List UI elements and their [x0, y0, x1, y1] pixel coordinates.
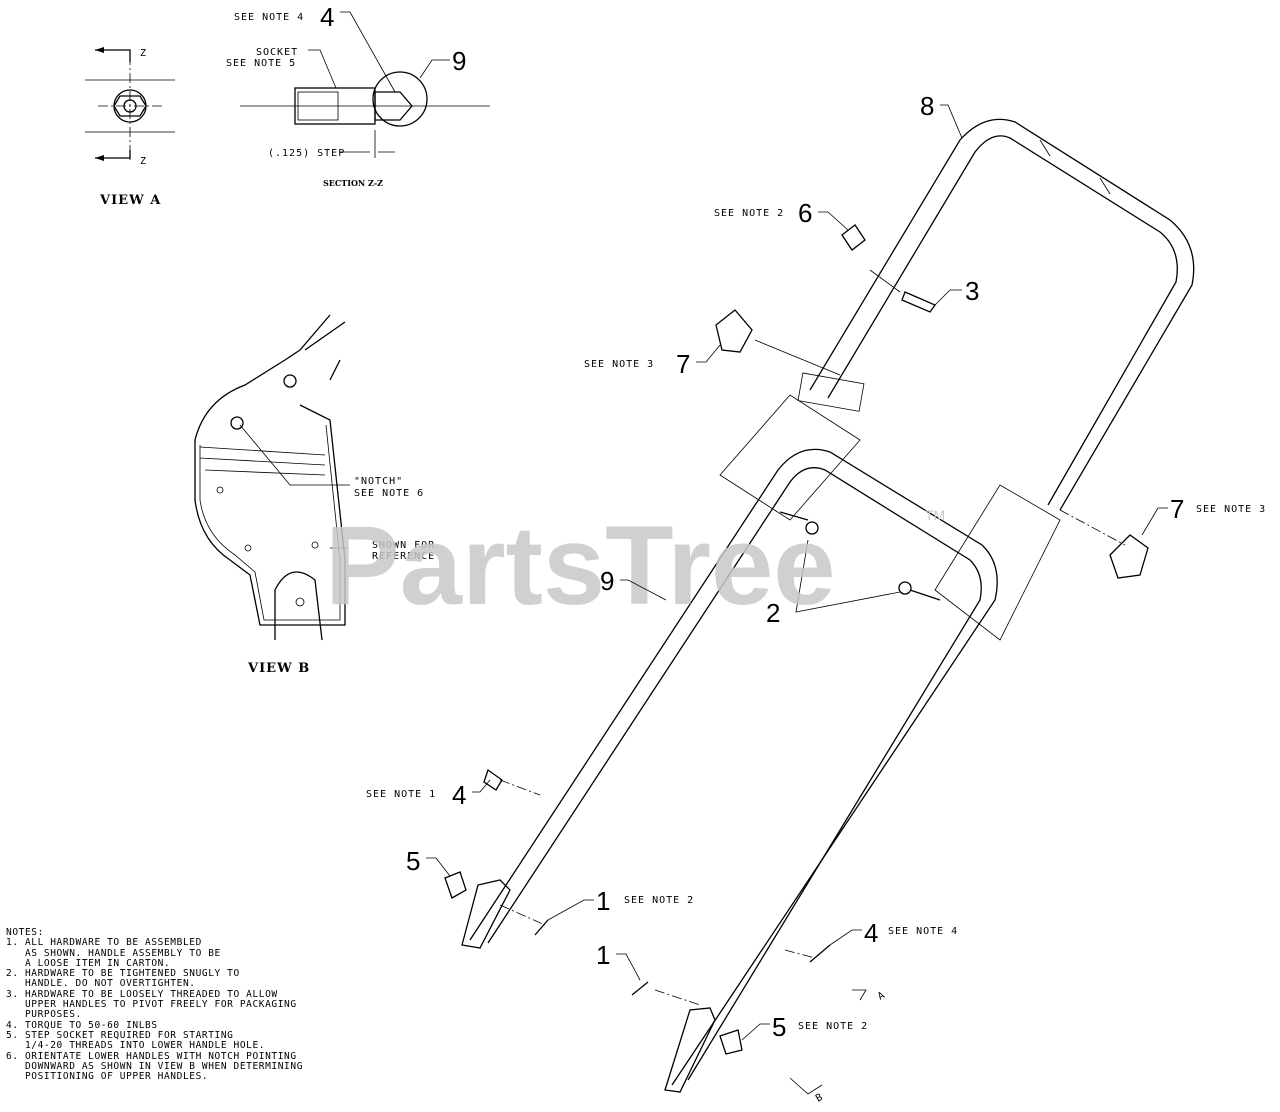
callout-7-right: 7 SEE NOTE 3 — [1141, 494, 1266, 536]
view-b-ref-2: REFERENCE — [372, 551, 435, 562]
note-line: 3. HARDWARE TO BE LOOSELY THREADED TO AL… — [6, 988, 278, 1000]
view-a-title: VIEW A — [99, 193, 161, 208]
note-line: POSITIONING OF UPPER HANDLES. — [6, 1071, 209, 1083]
callout-number: 5 — [406, 846, 420, 876]
view-b-notch-label: "NOTCH" — [354, 476, 403, 487]
note-line: A LOOSE ITEM IN CARTON. — [6, 957, 171, 969]
callout-7-left: SEE NOTE 3 7 — [584, 344, 721, 379]
callout-1-left: 1 — [596, 940, 641, 981]
view-b: "NOTCH" SEE NOTE 6 SHOWN FOR REFERENCE V… — [194, 314, 435, 676]
watermark: PartsTree — [325, 503, 836, 628]
section-z-z: (.125) STEP SOCKET SEE NOTE 5 SECTION Z-… — [226, 47, 490, 188]
note-line: 6. ORIENTATE LOWER HANDLES WITH NOTCH PO… — [6, 1050, 297, 1062]
callout-2: 2 — [766, 598, 780, 628]
callout-number: 9 — [452, 46, 466, 76]
hardware — [444, 224, 1149, 1055]
callout-note: SEE NOTE 2 — [798, 1021, 868, 1032]
callout-number: 1 — [596, 886, 610, 916]
note-line: 2. HARDWARE TO BE TIGHTENED SNUGLY TO — [6, 968, 240, 980]
note-line: AS SHOWN. HANDLE ASSEMBLY TO BE — [6, 947, 221, 959]
callout-4-right: 4 SEE NOTE 4 — [829, 918, 958, 948]
note-line: 1/4-20 THREADS INTO LOWER HANDLE HOLE. — [6, 1040, 266, 1052]
callout-9-top: 9 — [419, 46, 466, 79]
note-line: DOWNWARD AS SHOWN IN VIEW B WHEN DETERMI… — [6, 1060, 304, 1072]
callout-note: SEE NOTE 2 — [624, 895, 694, 906]
assembly-notes: NOTES:1. ALL HARDWARE TO BE ASSEMBLED AS… — [6, 927, 304, 1083]
callout-number: 4 — [452, 780, 466, 810]
callout-number: 3 — [965, 276, 979, 306]
callout-number: 5 — [772, 1012, 786, 1042]
view-marker-a: A — [876, 990, 888, 1003]
note-line: 5. STEP SOCKET REQUIRED FOR STARTING — [6, 1029, 234, 1041]
callout-4-top: SEE NOTE 4 4 — [234, 2, 396, 93]
note-line: 1. ALL HARDWARE TO BE ASSEMBLED — [6, 937, 202, 949]
callout-4-left: SEE NOTE 1 4 — [366, 779, 491, 810]
view-markers: A B — [789, 990, 888, 1105]
callout-8: 8 — [920, 91, 963, 139]
callout-note: SEE NOTE 3 — [1196, 504, 1266, 515]
callout-3: 3 — [934, 276, 979, 306]
upper-handle — [797, 118, 1195, 511]
note-line: PURPOSES. — [6, 1009, 82, 1021]
view-a-z-bottom: Z — [140, 156, 147, 167]
callout-6: SEE NOTE 2 6 — [714, 198, 849, 231]
view-b-notch-note: SEE NOTE 6 — [354, 488, 424, 499]
view-a-z-top: Z — [140, 48, 147, 59]
view-b-title: VIEW B — [247, 661, 310, 676]
note-line: HANDLE. DO NOT OVERTIGHTEN. — [6, 978, 196, 990]
callout-number: 2 — [766, 598, 780, 628]
callout-number: 1 — [596, 940, 610, 970]
callout-note: SEE NOTE 1 — [366, 789, 436, 800]
callout-note: SEE NOTE 4 — [888, 926, 958, 937]
watermark-trademark: TM — [925, 507, 945, 523]
callout-number: 4 — [864, 918, 878, 948]
callout-number: 7 — [676, 349, 690, 379]
section-title: SECTION Z-Z — [323, 178, 383, 188]
section-step-label: (.125) STEP — [268, 148, 345, 159]
lower-handle — [461, 394, 1061, 1093]
view-a: Z Z VIEW A — [85, 47, 175, 208]
callout-note: SEE NOTE 2 — [714, 208, 784, 219]
callout-number: 8 — [920, 91, 934, 121]
callout-9-mid: 9 — [600, 566, 667, 601]
note-line: UPPER HANDLES TO PIVOT FREELY FOR PACKAG… — [6, 999, 297, 1011]
notes-heading: NOTES: — [6, 927, 44, 938]
callout-number: 6 — [798, 198, 812, 228]
callout-1-right: 1 SEE NOTE 2 — [547, 886, 694, 921]
section-socket-note: SEE NOTE 5 — [226, 58, 296, 69]
callout-number: 9 — [600, 566, 614, 596]
callout-number: 7 — [1170, 494, 1184, 524]
callout-5-right: 5 SEE NOTE 2 — [741, 1012, 868, 1042]
callout-number: 4 — [320, 2, 334, 32]
section-socket-label: SOCKET — [256, 47, 298, 58]
view-b-ref-1: SHOWN FOR — [372, 540, 435, 551]
callout-5-left: 5 — [406, 846, 451, 877]
callout-note: SEE NOTE 4 — [234, 12, 304, 23]
view-marker-b: B — [814, 1092, 826, 1105]
callout-note: SEE NOTE 3 — [584, 359, 654, 370]
note-line: 4. TORQUE TO 50-60 INLBS — [6, 1019, 158, 1031]
